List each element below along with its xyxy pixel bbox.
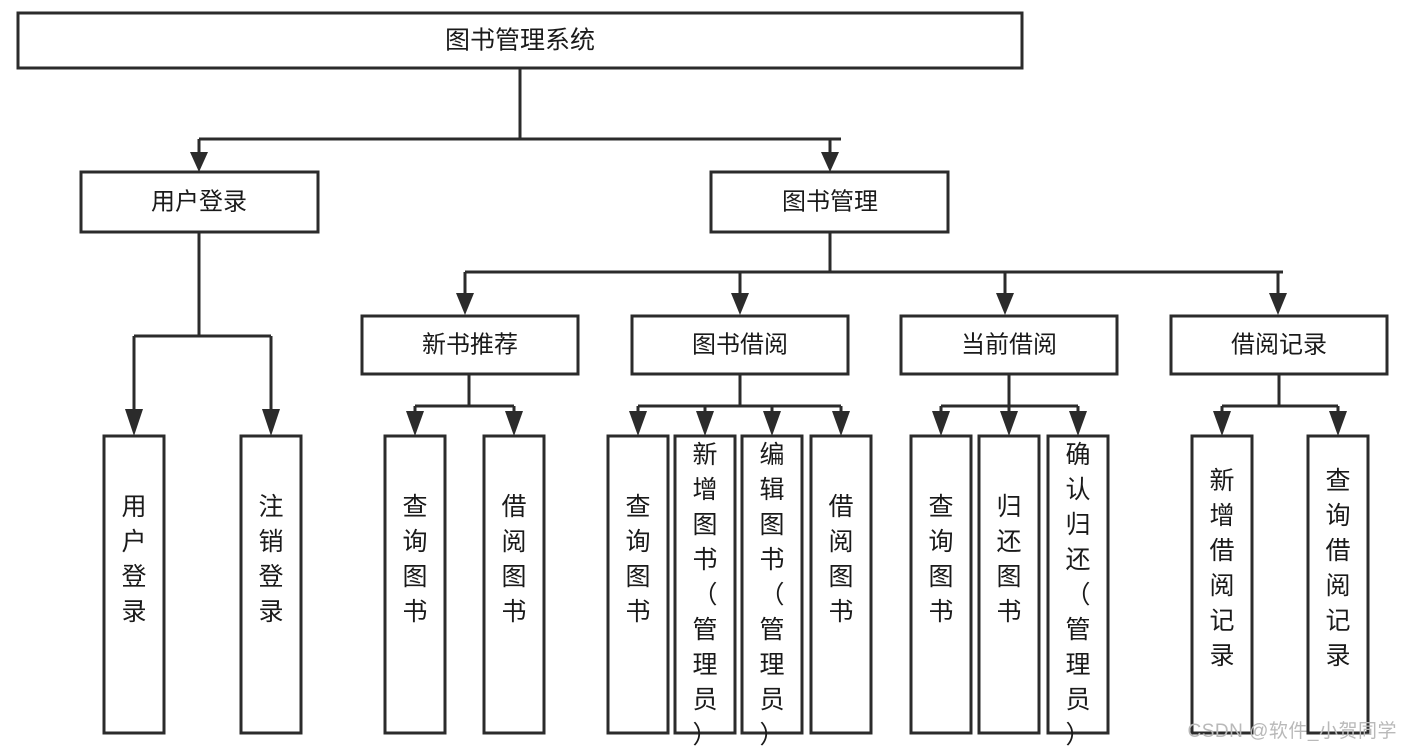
node-root[interactable]: 图书管理系统 (16, 11, 1024, 70)
leaf-newbook-borrow[interactable]: 借阅图书 (482, 434, 546, 735)
node-new-book-recommend-box[interactable] (360, 314, 580, 376)
node-book-borrow[interactable]: 图书借阅 (630, 314, 850, 376)
arrowhead-borrowrecord-leaf1 (1213, 411, 1231, 436)
leaf-borrow-book-label: 借阅图书 (828, 493, 853, 626)
node-current-borrow[interactable]: 当前借阅 (899, 314, 1119, 376)
leaf-record-add[interactable]: 新增借阅记录 (1190, 434, 1254, 735)
leaf-current-confirm-return-box[interactable] (1046, 434, 1110, 735)
arrowhead-new-book (456, 293, 474, 315)
arrowhead-borrowbook-leaf1 (629, 411, 647, 436)
node-borrow-record-box[interactable] (1169, 314, 1389, 376)
leaf-newbook-query-label: 查询图书 (402, 493, 427, 626)
node-book-borrow-box[interactable] (630, 314, 850, 376)
leaf-current-return[interactable]: 归还图书 (977, 434, 1041, 735)
arrowhead-current-borrow (996, 293, 1014, 315)
leaf-current-confirm-return[interactable]: 确认归还（管理员） (1046, 434, 1110, 747)
leaf-borrow-add[interactable]: 新增图书（管理员） (673, 434, 737, 747)
node-new-book-recommend[interactable]: 新书推荐 (360, 314, 580, 376)
leaf-current-return-box[interactable] (977, 434, 1041, 735)
arrowhead-currentborrow-leaf1 (932, 411, 950, 436)
arrowhead-leaf-user-login (125, 409, 143, 436)
leaf-newbook-borrow-box[interactable] (482, 434, 546, 735)
leaf-borrow-add-label: 新增图书（管理员） (692, 441, 717, 747)
leaf-current-confirm-return-label: 确认归还（管理员） (1065, 441, 1090, 747)
node-user-login[interactable]: 用户登录 (79, 170, 320, 234)
node-current-borrow-label: 当前借阅 (961, 331, 1057, 358)
leaf-record-add-label: 新增借阅记录 (1209, 467, 1234, 670)
leaf-borrow-query[interactable]: 查询图书 (606, 434, 670, 735)
leaf-logout-label: 注销登录 (258, 493, 283, 626)
leaf-current-query-label: 查询图书 (928, 493, 953, 626)
leaf-borrow-book-box[interactable] (809, 434, 873, 735)
arrowhead-borrowbook-leaf3 (763, 411, 781, 436)
leaf-user-login-label: 用户登录 (121, 493, 146, 626)
leaf-borrow-query-label: 查询图书 (625, 493, 650, 626)
leaf-record-query-box[interactable] (1306, 434, 1370, 735)
node-root-label: 图书管理系统 (445, 27, 595, 55)
leaf-user-login[interactable]: 用户登录 (102, 434, 166, 735)
leaf-borrow-add-box[interactable] (673, 434, 737, 735)
leaf-logout-box[interactable] (239, 434, 303, 735)
leaf-newbook-query[interactable]: 查询图书 (383, 434, 447, 735)
node-borrow-record-label: 借阅记录 (1231, 331, 1327, 358)
leaf-borrow-book[interactable]: 借阅图书 (809, 434, 873, 735)
arrowhead-currentborrow-leaf2 (1000, 411, 1018, 436)
leaf-record-add-box[interactable] (1190, 434, 1254, 735)
leaf-record-query[interactable]: 查询借阅记录 (1306, 434, 1370, 735)
leaf-record-query-label: 查询借阅记录 (1325, 467, 1350, 670)
leaf-borrow-edit-box[interactable] (740, 434, 804, 735)
leaf-current-query[interactable]: 查询图书 (909, 434, 973, 735)
arrowhead-leaf-logout (262, 409, 280, 436)
leaf-user-login-box[interactable] (102, 434, 166, 735)
node-book-management-label: 图书管理 (782, 188, 878, 215)
leaf-borrow-query-box[interactable] (606, 434, 670, 735)
node-root-box[interactable] (16, 11, 1024, 70)
leaf-newbook-query-box[interactable] (383, 434, 447, 735)
arrowhead-borrow-record (1269, 293, 1287, 315)
leaf-current-return-label: 归还图书 (996, 493, 1021, 626)
node-new-book-recommend-label: 新书推荐 (422, 331, 518, 358)
arrowhead-user-login (190, 152, 208, 172)
arrowhead-borrowrecord-leaf2 (1329, 411, 1347, 436)
leaf-borrow-edit-label: 编辑图书（管理员） (759, 441, 784, 747)
arrowhead-borrow-book (731, 293, 749, 315)
arrowhead-book-mgmt (821, 152, 839, 172)
node-current-borrow-box[interactable] (899, 314, 1119, 376)
leaf-current-query-box[interactable] (909, 434, 973, 735)
leaf-newbook-borrow-label: 借阅图书 (501, 493, 526, 626)
node-book-management-box[interactable] (709, 170, 950, 234)
arrowhead-currentborrow-leaf3 (1069, 411, 1087, 436)
node-book-borrow-label: 图书借阅 (692, 331, 788, 358)
arrowhead-borrowbook-leaf4 (832, 411, 850, 436)
arrowhead-newbook-leaf2 (505, 411, 523, 436)
arrowhead-borrowbook-leaf2 (696, 411, 714, 436)
node-user-login-box[interactable] (79, 170, 320, 234)
node-borrow-record[interactable]: 借阅记录 (1169, 314, 1389, 376)
arrowhead-newbook-leaf1 (406, 411, 424, 436)
leaf-logout[interactable]: 注销登录 (239, 434, 303, 735)
node-book-management[interactable]: 图书管理 (709, 170, 950, 234)
leaf-borrow-edit[interactable]: 编辑图书（管理员） (740, 434, 804, 747)
connector-layer (125, 68, 1347, 436)
node-user-login-label: 用户登录 (151, 188, 247, 215)
